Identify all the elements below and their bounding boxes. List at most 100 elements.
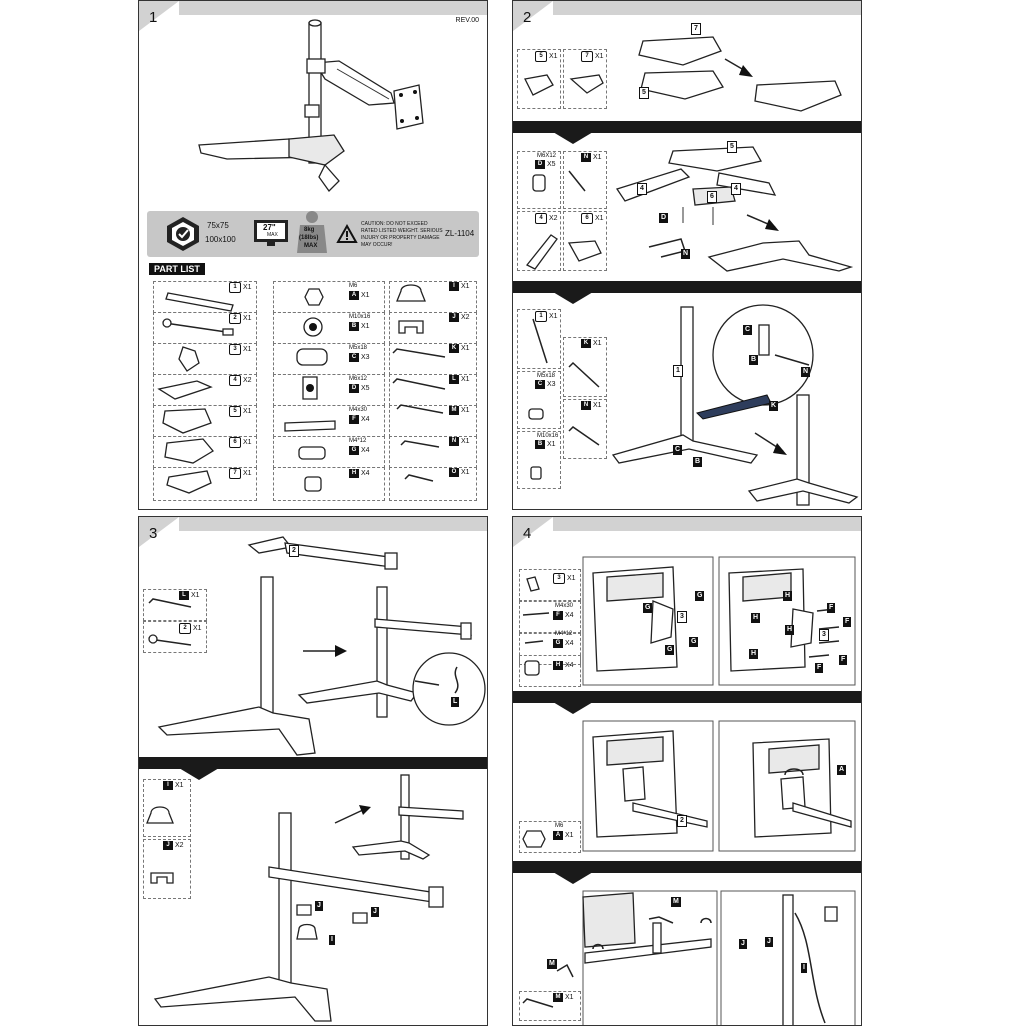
s3-spec-B: M10x16 — [537, 433, 559, 439]
section-divider — [513, 281, 861, 293]
s3-cable-management-drawing — [522, 890, 856, 1025]
s3-label-C: C — [673, 445, 683, 455]
weight-icon — [297, 211, 327, 253]
s1-label-G4: G — [665, 645, 675, 655]
parts-right-drawings — [392, 284, 446, 482]
s2-label-J1: J — [315, 901, 323, 911]
s2-part-box-D — [517, 151, 561, 209]
vesa-size-2: 100x100 — [205, 235, 236, 244]
s3-label-M2: M — [547, 959, 557, 969]
corner-fold — [139, 517, 179, 547]
s2-label-4a: 4 — [637, 183, 647, 195]
s3-part-box-N — [563, 399, 607, 459]
s1-label-G1: G — [643, 603, 653, 613]
corner-fold — [513, 517, 553, 547]
s1-spec-G: M4*12 — [555, 631, 573, 637]
panel-header-bar — [179, 1, 487, 15]
s1-label-F1: F — [827, 603, 836, 613]
s2-assembly-drawing — [525, 146, 854, 272]
caution-line-2: RATED LISTED WEIGHT. SERIOUS — [361, 228, 443, 234]
s3-label-C-zoom: C — [743, 325, 753, 335]
caution-line-3: INJURY OR PROPERTY DAMAGE — [361, 235, 440, 241]
model-number: ZL-1104 — [445, 229, 475, 238]
caution-line-4: MAY OCCUR! — [361, 242, 393, 248]
s1-label-F3: F — [839, 655, 848, 665]
section-chevron — [179, 768, 219, 780]
s1-part-box-3 — [519, 569, 581, 601]
section-chevron — [553, 132, 593, 144]
s3-label-J1: J — [739, 939, 747, 949]
s3-label-J2: J — [765, 937, 773, 947]
part-spec-G: M4*12 — [349, 438, 367, 444]
weight-max: MAX — [304, 243, 318, 249]
revision-label: REV.00 — [455, 17, 479, 24]
s1-label-F2: F — [843, 617, 852, 627]
s1-part-box-2 — [143, 621, 207, 653]
s2-label-J2: J — [371, 907, 379, 917]
s1-part-box-7 — [563, 49, 607, 109]
s2-label-I: I — [329, 935, 335, 945]
s3-label-B: B — [693, 457, 703, 467]
warning-icon — [336, 223, 358, 243]
s1-label-H3: H — [785, 625, 795, 635]
section-divider — [139, 757, 487, 769]
section-chevron — [553, 872, 593, 884]
s2-part-box-I — [143, 779, 191, 837]
s1-part-box-G — [519, 633, 581, 665]
s1-spec-F: M4x30 — [555, 603, 574, 609]
s2-clamp-assembly-drawing — [146, 774, 464, 1022]
weight-kg: 8kg — [304, 227, 315, 233]
s3-part-box-1 — [517, 309, 561, 369]
part-spec-A: M6 — [349, 283, 358, 289]
s1-label-H2: H — [751, 613, 761, 623]
s3-label-I: I — [801, 963, 807, 973]
part-list-title: PART LIST — [149, 263, 205, 275]
s3-spec-C: M5x18 — [537, 373, 556, 379]
s2-base-plates-drawing — [524, 36, 842, 112]
parts-mid-drawings — [284, 288, 336, 492]
s2-label-D: D — [659, 213, 669, 223]
part-box-O — [389, 467, 477, 501]
s2-attach-monitor-drawing — [522, 720, 856, 852]
s2-part-box-4 — [517, 211, 561, 271]
s1-label-H1: H — [783, 591, 793, 601]
s1-label-3b: 3 — [819, 629, 829, 641]
s1-label-G2: G — [695, 591, 705, 601]
part-spec-B: M10x16 — [349, 314, 371, 320]
vesa-size-1: 75x75 — [207, 221, 229, 230]
corner-fold — [513, 1, 553, 31]
s2-label-N: N — [681, 249, 691, 259]
s1-label-G3: G — [689, 637, 699, 647]
panel-header-bar — [553, 517, 861, 531]
screen-size: 27" — [263, 223, 276, 232]
vesa-shield-icon — [167, 217, 199, 251]
s3-part-box-B — [517, 431, 561, 489]
s3-label-1: 1 — [673, 365, 683, 377]
s1-arm-assembly-drawing — [148, 536, 486, 756]
part-spec-F: M4x30 — [349, 407, 368, 413]
panel-header-bar — [179, 517, 487, 531]
s2-part-box-6 — [563, 211, 607, 271]
